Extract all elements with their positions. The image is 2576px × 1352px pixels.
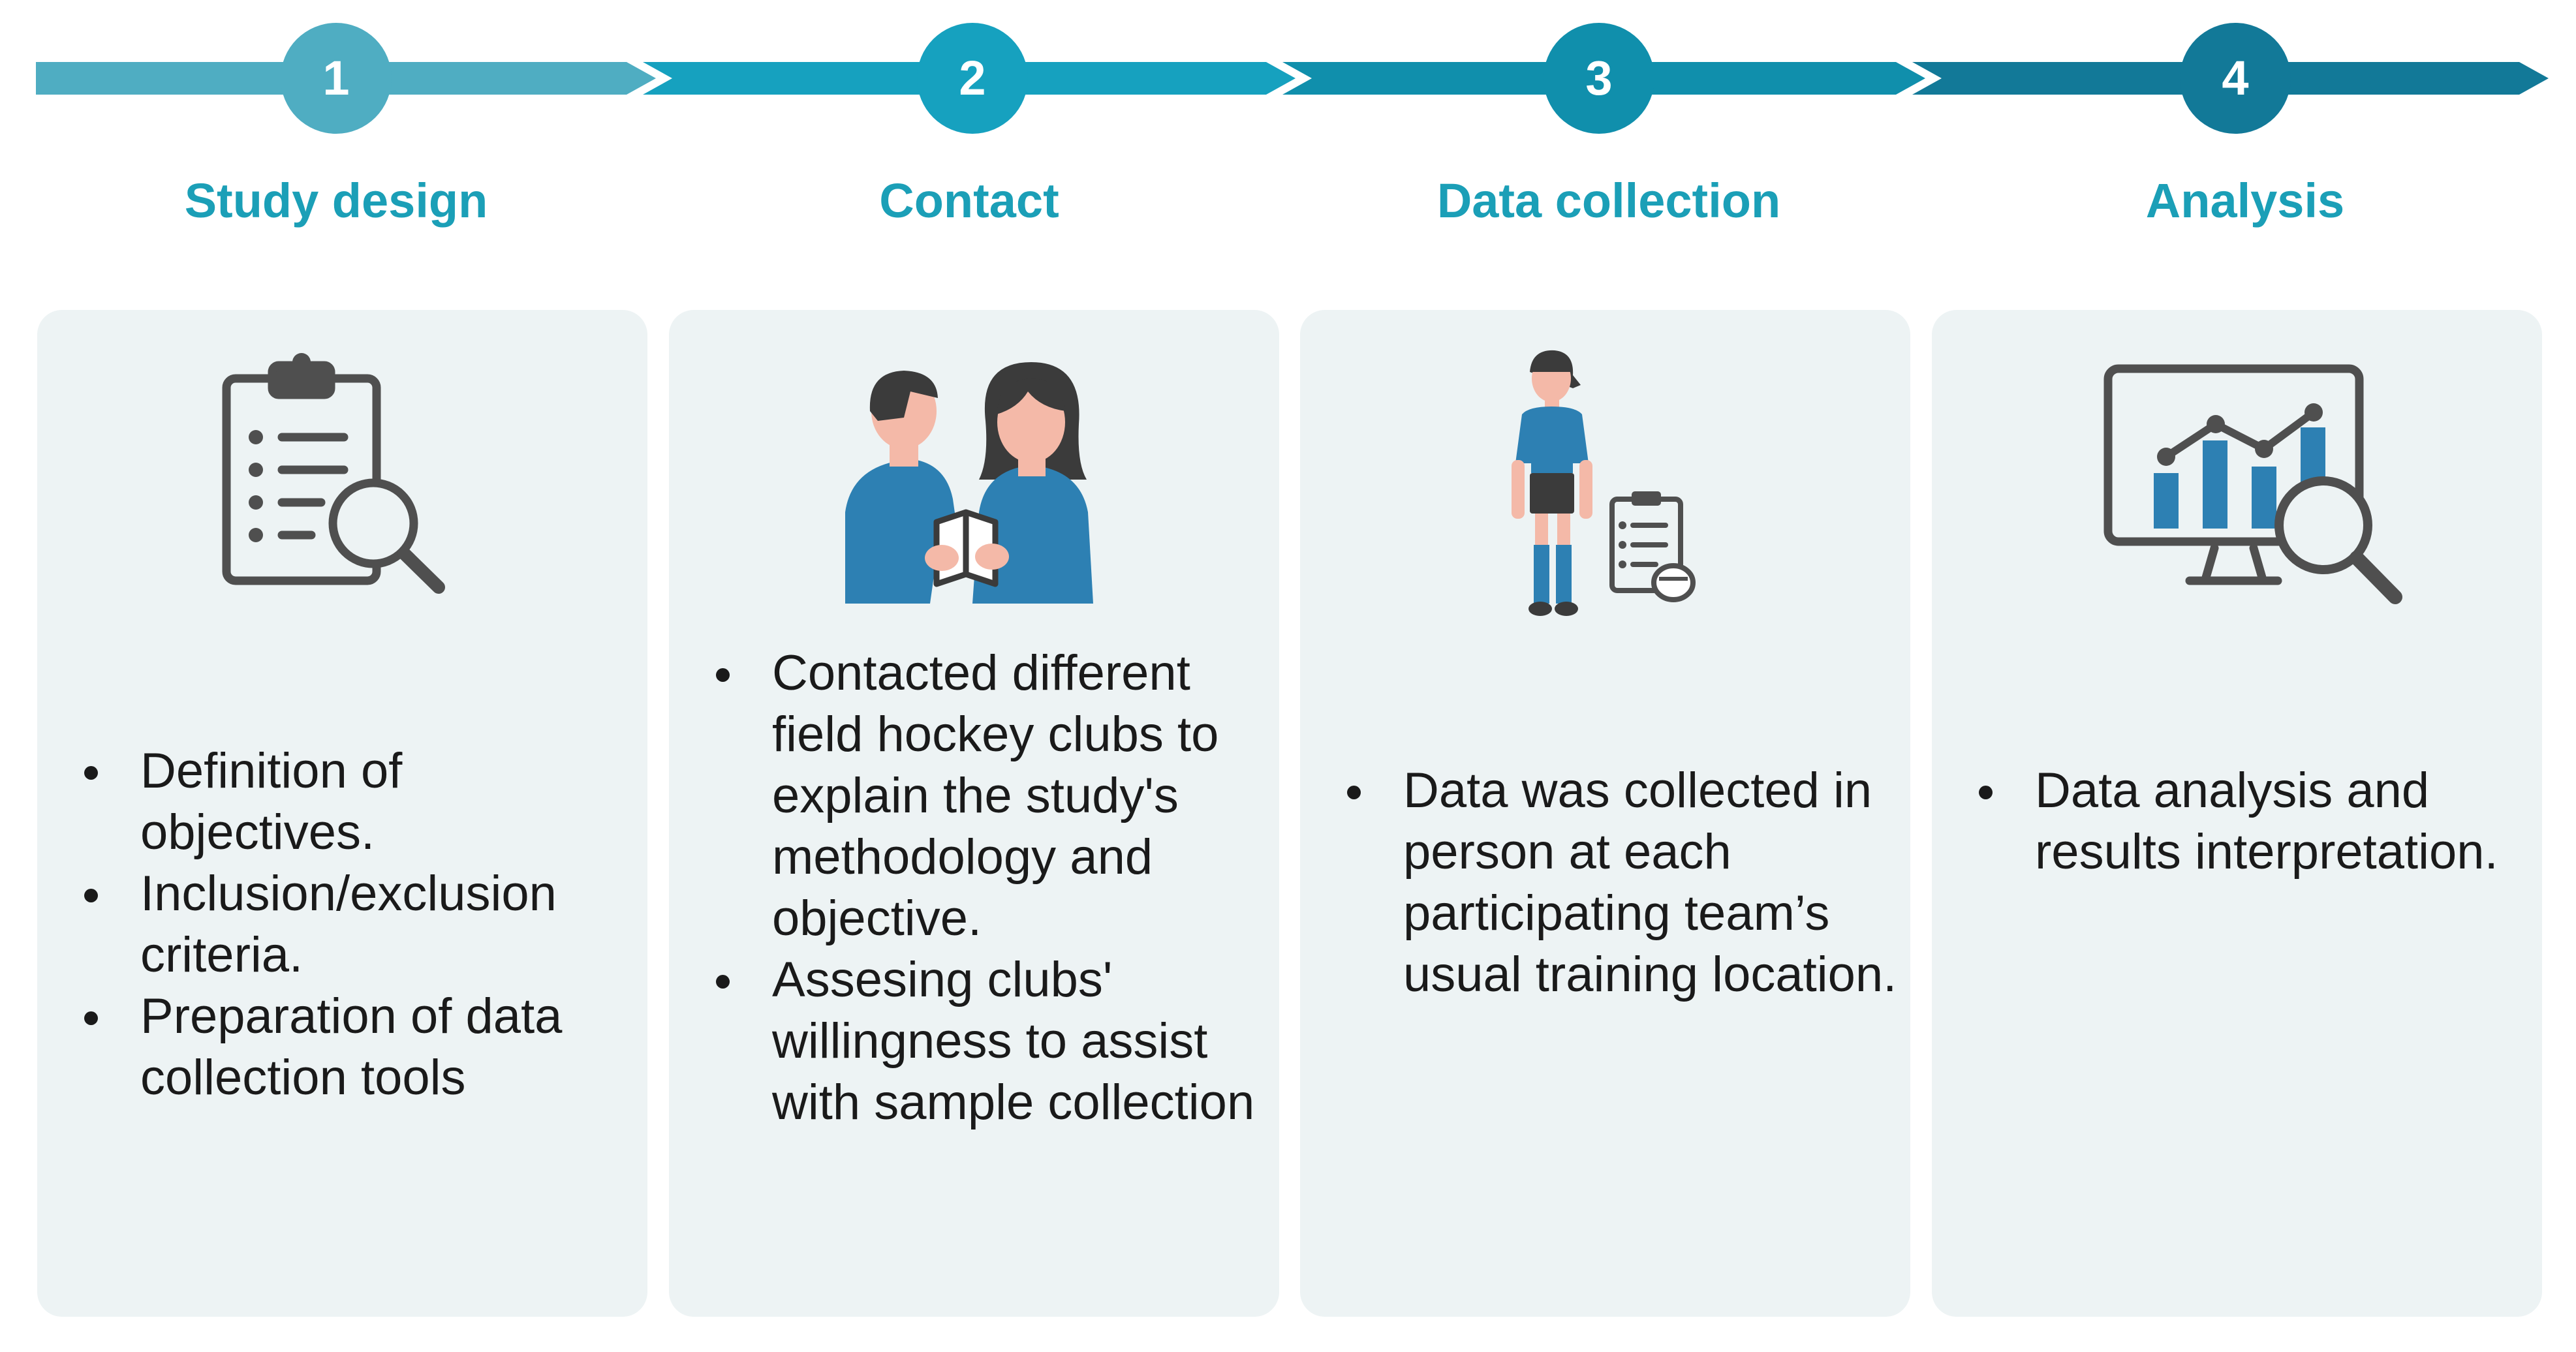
bullet-list-study-design: Definition of objectives. Inclusion/excl… — [82, 741, 630, 1109]
card-contact: Contacted different field hockey clubs t… — [669, 310, 1279, 1317]
bullet-item: Assesing clubs' willingness to assist wi… — [713, 949, 1268, 1133]
bullet-item: Preparation of data collection tools — [82, 986, 630, 1109]
bullet-list-data-collection: Data was collected in person at each par… — [1344, 760, 1899, 1006]
step-marker-4 — [2180, 23, 2291, 134]
bullet-item: Data was collected in person at each par… — [1344, 760, 1899, 1006]
bullet-list-analysis: Data analysis and results interpretation… — [1976, 760, 2531, 883]
step-marker-1 — [281, 23, 392, 134]
two-people-talking-icon — [845, 362, 1093, 604]
step-marker-2 — [917, 23, 1028, 134]
bullet-item: Data analysis and results interpretation… — [1976, 760, 2531, 883]
step-number-2: 2 — [959, 51, 985, 105]
bullet-item: Definition of objectives. — [82, 741, 630, 863]
player-with-clipboard-icon — [1512, 350, 1696, 616]
bullet-item: Contacted different field hockey clubs t… — [713, 643, 1268, 949]
step-marker-3 — [1544, 23, 1654, 134]
process-arrow-track: 1 2 3 4 — [36, 23, 2549, 134]
step-title-study-design: Study design — [184, 174, 488, 228]
step-title-data-collection: Data collection — [1436, 174, 1781, 228]
card-analysis: Data analysis and results interpretation… — [1932, 310, 2542, 1317]
step-number-3: 3 — [1585, 51, 1612, 105]
bullet-item: Inclusion/exclusion criteria. — [82, 863, 630, 986]
card-data-collection: Data was collected in person at each par… — [1300, 310, 1910, 1317]
monitor-chart-magnifier-icon — [2103, 364, 2402, 604]
step-number-1: 1 — [322, 51, 349, 105]
step-title-contact: Contact — [879, 174, 1059, 228]
step-number-4: 4 — [2222, 51, 2248, 105]
card-study-design: Definition of objectives. Inclusion/excl… — [37, 310, 647, 1317]
step-title-analysis: Analysis — [2145, 174, 2345, 228]
bullet-list-contact: Contacted different field hockey clubs t… — [713, 643, 1268, 1133]
clipboard-magnifier-icon — [222, 353, 445, 594]
